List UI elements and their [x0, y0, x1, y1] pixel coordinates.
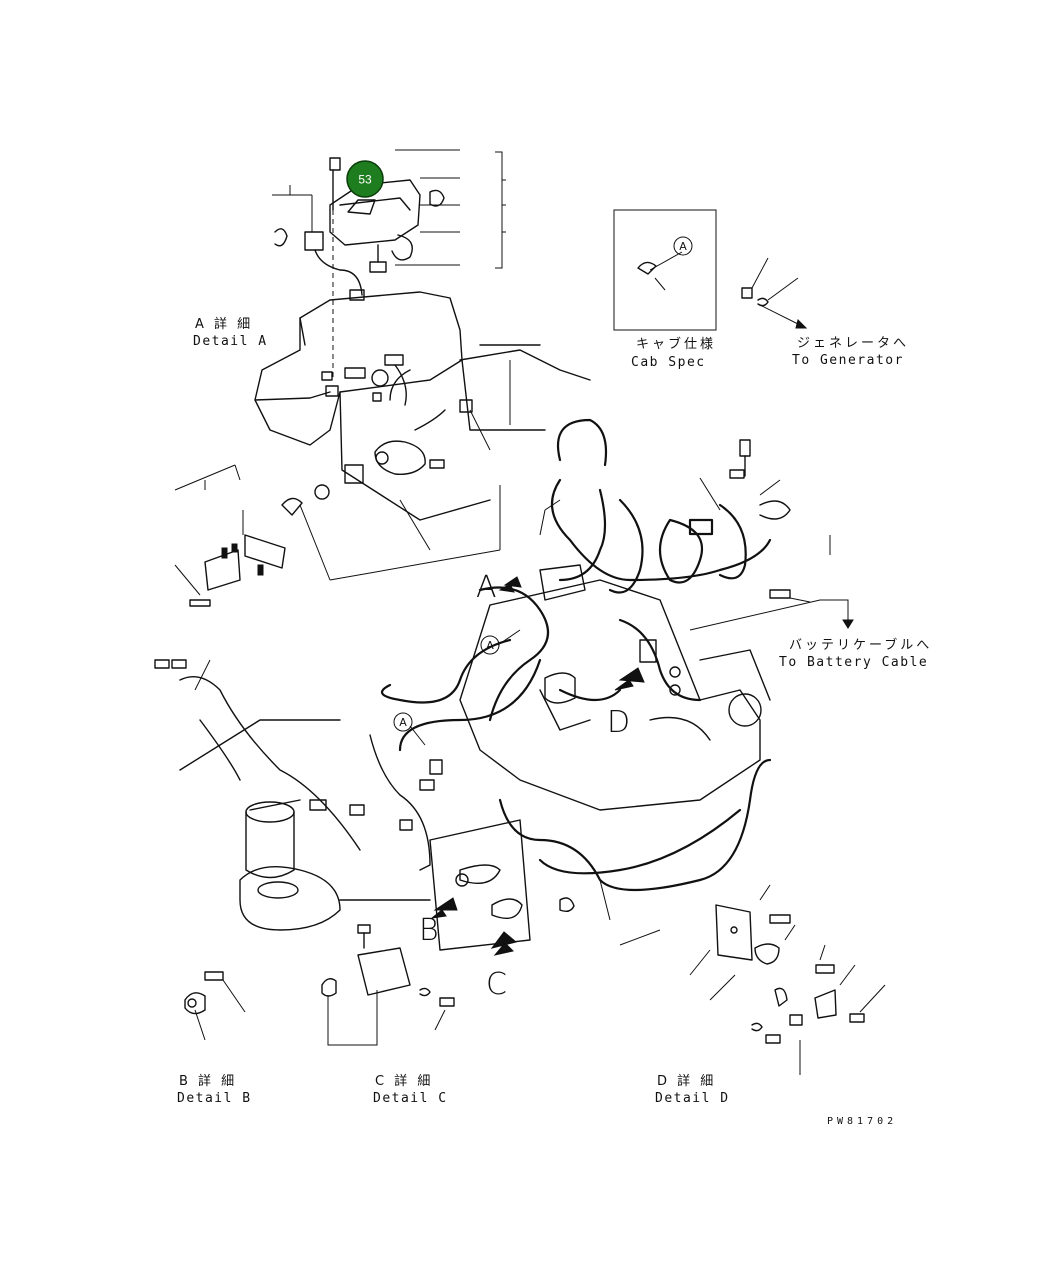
- swing-post: [154, 659, 443, 931]
- view-letter-a: A: [476, 570, 497, 605]
- view-letter-b: B: [419, 913, 439, 948]
- detail-d-title-jp: D 詳 細: [657, 1073, 716, 1089]
- detail-a-assembly: [272, 149, 506, 380]
- detail-b-parts: [184, 971, 246, 1041]
- view-letter-d: D: [607, 705, 630, 740]
- detail-b-title-en: Detail B: [177, 1091, 252, 1106]
- cab-spec-marker: A: [679, 240, 687, 253]
- cab-spec-inset: A: [613, 209, 717, 331]
- floor-frame: [459, 564, 771, 811]
- main-harness: [380, 418, 831, 892]
- to-battery-en: To Battery Cable: [779, 655, 928, 670]
- detail-c-parts: [321, 924, 455, 1046]
- to-generator-jp: ジェネレータへ: [797, 336, 909, 351]
- view-arrows: [430, 257, 854, 956]
- cab-spec-jp: キャブ仕様: [636, 336, 716, 352]
- marker-a-2: A: [399, 716, 407, 729]
- detail-c-title-en: Detail C: [373, 1091, 448, 1106]
- detail-d-title-en: Detail D: [655, 1091, 730, 1106]
- detail-b-title-jp: B 詳 細: [179, 1073, 237, 1089]
- harness-markers: A A: [393, 629, 521, 746]
- detail-c-title-jp: C 詳 細: [375, 1073, 433, 1089]
- callout-53[interactable]: 53: [346, 160, 384, 198]
- gauge-panel: [429, 819, 661, 951]
- cab-spec-marker-circle: [673, 236, 693, 256]
- console-body: [174, 291, 591, 581]
- relay-pack: [174, 510, 286, 607]
- to-generator-en: To Generator: [792, 353, 904, 368]
- drawing-code: PW81702: [827, 1116, 897, 1127]
- detail-d-parts: [689, 884, 886, 1075]
- detail-a-title-en: Detail A: [193, 334, 268, 349]
- to-battery-jp: バッテリケーブルへ: [789, 637, 932, 653]
- callout-53-badge[interactable]: [346, 160, 384, 198]
- detail-a-title-jp: A 詳 細: [195, 316, 253, 332]
- cab-spec-en: Cab Spec: [631, 355, 706, 370]
- view-letter-c: C: [486, 967, 507, 1002]
- marker-a-1: A: [486, 639, 494, 652]
- callout-53-label: 53: [358, 173, 372, 187]
